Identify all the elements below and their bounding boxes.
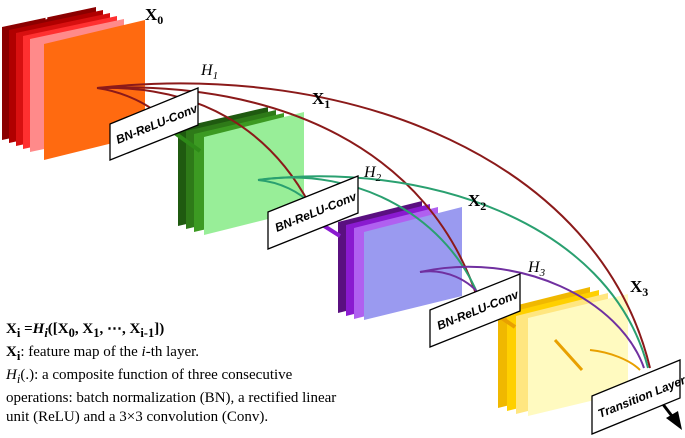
hi-definition-cont-1: operations: batch normalization (BN), a … xyxy=(6,390,337,406)
x1-front-map xyxy=(204,112,304,235)
arc-x0-to-transition xyxy=(96,82,651,369)
hi-definition-cont-2: unit (ReLU) and a 3×3 convolution (Conv)… xyxy=(6,409,269,425)
x1-feature-stack xyxy=(178,107,304,235)
x3-label: X3 xyxy=(630,277,648,299)
h1-label: H1 xyxy=(200,62,218,82)
arc-x1-to-conv3 xyxy=(257,176,481,301)
h2-label: H2 xyxy=(363,164,382,184)
xi-definition: Xi: feature map of the i-th layer. xyxy=(6,344,200,363)
x3-front-map xyxy=(528,294,628,416)
input-label: Input xyxy=(32,1,67,22)
x1-label: X1 xyxy=(312,89,330,111)
arc-x3-to-transition xyxy=(589,349,641,371)
arc-x2-to-transition xyxy=(419,265,645,369)
hi-definition: Hi(.): a composite function of three con… xyxy=(6,367,293,386)
x0-label: X0 xyxy=(145,5,163,27)
x2-feature-stack xyxy=(338,201,462,320)
x2-label: X2 xyxy=(468,191,486,213)
arc-x1-to-transition xyxy=(257,175,649,369)
x3-output-bar xyxy=(553,338,584,372)
h3-label: H3 xyxy=(527,259,546,279)
arc-x0-to-conv3 xyxy=(96,86,479,301)
x3-feature-stack xyxy=(498,287,628,416)
explanation-text: Xi =Hi([X0, X1, ⋯, Xi-1]) Xi: feature ma… xyxy=(6,320,426,427)
dense-equation: Xi =Hi([X0, X1, ⋯, Xi-1]) xyxy=(6,321,165,340)
